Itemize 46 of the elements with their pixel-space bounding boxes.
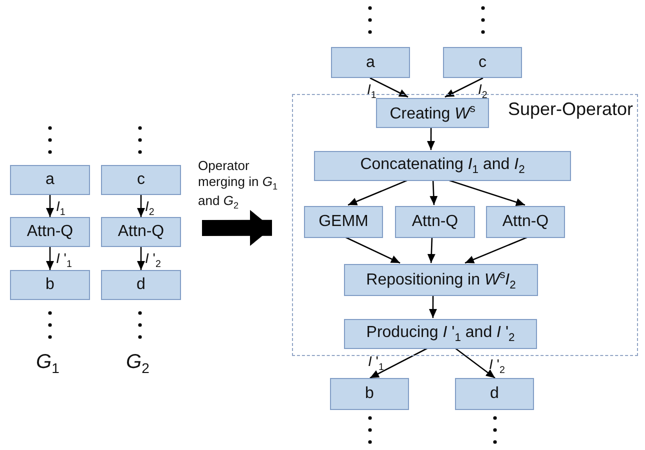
process-box: Attn-Q (486, 206, 565, 238)
arrow (427, 127, 435, 150)
process-box: c (443, 47, 522, 78)
process-box: GEMM (304, 206, 383, 238)
process-box: d (101, 270, 181, 300)
arrow (444, 77, 484, 98)
process-box: b (10, 270, 90, 300)
graph-label: G$_{2}$ (126, 352, 150, 375)
process-box: a (10, 165, 90, 195)
arrow (344, 236, 400, 264)
process-box: Repositioning in W$^{s}$I$_{2}$ (344, 264, 538, 296)
arrow (46, 247, 54, 270)
edge-label: I$_{1}$ (367, 82, 376, 101)
arrow (428, 295, 437, 318)
process-box: Attn-Q (395, 206, 475, 238)
arrow (348, 179, 408, 206)
process-box: a (331, 47, 410, 78)
arrow (137, 247, 145, 270)
edge-label: Operator merging in G$_{1}$ and G$_{2}$ (198, 158, 278, 212)
graph-label: G$_{1}$ (36, 352, 60, 375)
arrow (454, 347, 496, 379)
group-title: Super-Operator (508, 99, 633, 120)
edge-label: I$_{2}$ (145, 199, 154, 218)
arrow (464, 236, 528, 264)
edge-label: I$_{2}$ (478, 82, 488, 101)
arrow (427, 236, 436, 264)
process-box: Producing I '$_{1}$ and I '$_{2}$ (344, 319, 537, 349)
process-box: Attn-Q (101, 217, 181, 247)
process-box: b (330, 378, 409, 410)
arrow (370, 77, 408, 98)
arrow (430, 180, 438, 206)
process-box: d (455, 378, 534, 410)
process-box: Attn-Q (10, 217, 90, 247)
process-box: c (101, 165, 181, 195)
arrow (202, 210, 272, 246)
edge-label: I '$_{1}$ (368, 354, 384, 373)
arrow (46, 195, 54, 217)
process-box: Concatenating I$_{1}$ and I$_{2}$ (314, 151, 571, 181)
edge-label: I '$_{1}$ (56, 251, 72, 270)
arrow (448, 179, 526, 206)
edge-label: I '$_{2}$ (145, 251, 161, 270)
process-box: Creating W$^{s}$ (376, 98, 489, 128)
arrow (137, 195, 145, 217)
edge-label: I$_{1}$ (56, 199, 66, 218)
edge-label: I '$_{2}$ (489, 357, 505, 376)
arrow (370, 347, 428, 379)
